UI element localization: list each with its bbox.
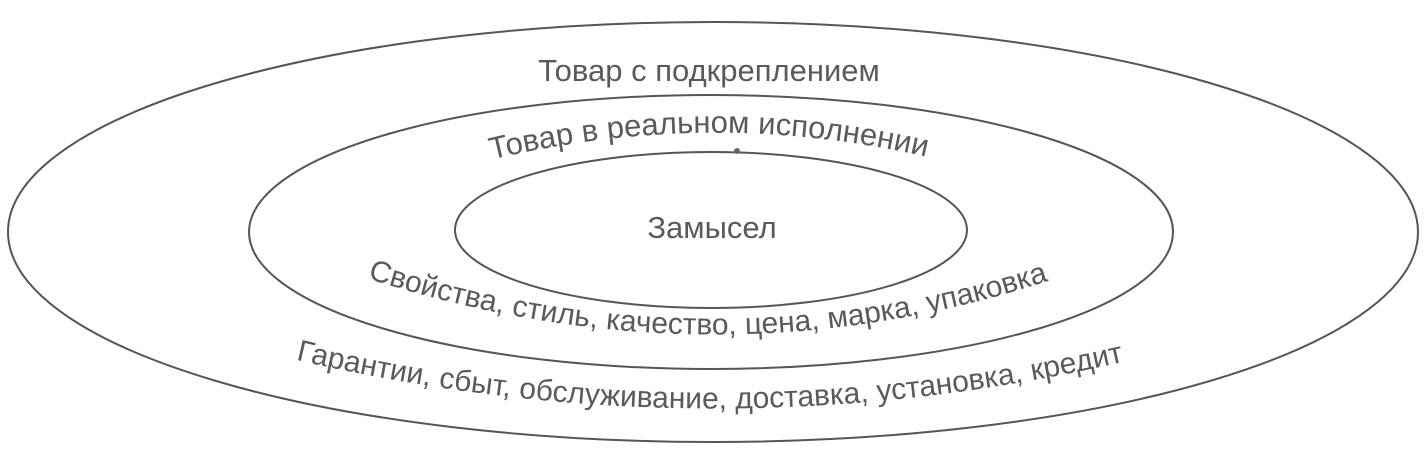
inner-ring	[454, 151, 968, 309]
middle-ring-title: Товар в реальном исполнении	[485, 105, 932, 167]
marker-dot	[734, 148, 740, 154]
outer-ring	[7, 21, 1419, 443]
middle-ring-items: Свойства, стиль, качество, цена, марка, …	[365, 254, 1051, 342]
outer-ring-title: Товар с подкреплением	[538, 53, 880, 88]
middle-ring	[248, 94, 1174, 370]
outer-ring-items: Гарантии, сбыт, обслуживание, доставка, …	[294, 334, 1126, 415]
inner-ring-title: Замысел	[647, 210, 776, 245]
